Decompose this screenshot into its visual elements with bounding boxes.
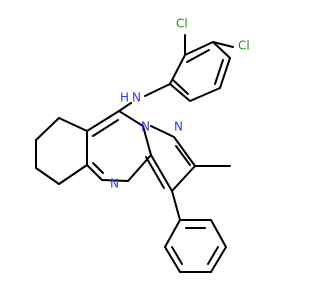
bond-aryl-5	[169, 83, 191, 102]
bond-cl-right	[212, 41, 234, 48]
bond-phenyl-double-3	[171, 246, 183, 265]
bond-pyrimidine-3	[142, 125, 152, 156]
bond-cyclohexane-4	[35, 167, 60, 185]
bond-aryl-double-2	[214, 59, 224, 85]
bond-pyrazole-4	[150, 154, 173, 192]
bond-pyrazole-1	[150, 125, 175, 138]
bond-phenyl-2	[210, 219, 227, 248]
chlorine-label-right: Cl	[238, 39, 250, 53]
bond-aryl-3	[219, 57, 231, 89]
pyrimidine-nitrogen-label: N	[110, 177, 119, 191]
bond-cyclohexane-1	[58, 117, 88, 132]
amine-hydrogen-label: H	[120, 91, 129, 105]
bond-pyrimidine-double-1	[92, 119, 119, 137]
bond-pyrimidine-double-2	[92, 162, 104, 174]
bond-pyrazole-double-2	[145, 156, 165, 189]
bond-cyclohexane-2	[35, 117, 60, 141]
bond-pyrimidine-2	[118, 110, 144, 127]
bond-pyrazole-double-1	[175, 145, 191, 166]
bond-pyrimidine-6	[86, 164, 103, 181]
bond-aryl-2	[212, 41, 231, 59]
bond-aryl-double-1	[186, 49, 210, 63]
bond-cyclohexane-5	[58, 164, 88, 185]
bond-aryl-nh	[144, 83, 171, 97]
bridge-nitrogen-label: N	[141, 120, 150, 134]
chlorine-label-top: Cl	[176, 17, 188, 31]
bond-pyrimidine-5	[101, 179, 129, 182]
chemical-structure-diagram: Cl Cl N H N N N	[35, 17, 250, 273]
bond-pyrimidine-1	[86, 110, 120, 132]
bond-phenyl-5	[164, 246, 181, 273]
bond-pyrazole-3	[171, 165, 196, 192]
bond-aryl-double-3	[172, 79, 189, 95]
bond-phenyl-6	[164, 219, 181, 248]
atom-labels: Cl Cl N H N N N	[110, 17, 250, 191]
bond-lines	[35, 34, 234, 273]
bond-phenyl-3	[210, 246, 227, 273]
amine-nitrogen-label: N	[132, 91, 141, 105]
bond-aryl-4	[189, 87, 221, 102]
bond-pyrazole-2	[173, 136, 196, 167]
bond-phenyl-double-2	[207, 246, 219, 265]
bond-aryl-1	[184, 41, 214, 56]
pyrazole-nitrogen-label: N	[174, 120, 183, 134]
bond-phenyl-link	[171, 190, 181, 221]
bond-nh-core	[118, 102, 132, 112]
